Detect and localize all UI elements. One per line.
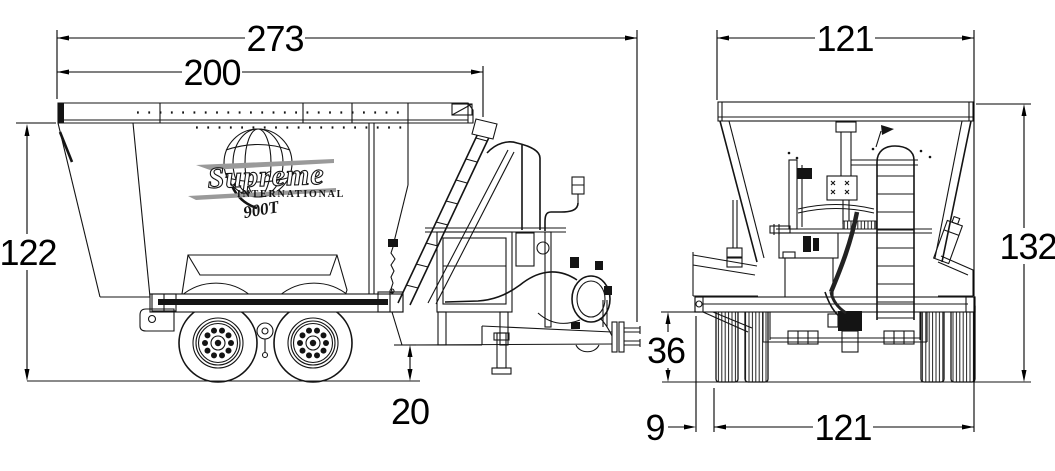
marker-flag-icon [875,125,894,148]
boom-top-cap [471,118,498,140]
conveyor-boom-ladder [397,103,515,306]
oil-tank [932,215,964,265]
dim-rear-height-label: 132 [999,226,1055,267]
gearbox [826,175,858,201]
dim-body-length-label: 200 [183,52,240,93]
boom-guard [451,103,473,116]
dim-ground-clearance-label: 20 [391,391,429,432]
dim-ground-clearance: 20 [391,344,430,432]
dim-conveyor-offset: 9 [645,316,726,448]
hitch-skid [575,344,600,353]
side-view: Supreme INTERNATIONAL 900T [27,102,641,383]
rear-right-fender [937,255,974,297]
dim-frame-height-label: 36 [647,330,685,371]
dim-side-height: 122 [0,122,58,381]
side-view-dimensions: 273 200 122 20 [0,18,638,432]
rear-view-dimensions: 121 132 36 9 121 [645,18,1055,448]
hitch-assembly [401,321,641,353]
hydraulic-hose-loop [444,257,613,337]
side-fender-arcs [180,282,350,297]
center-mast [797,121,875,224]
logo-model-text: 900T [242,197,281,222]
rear-walkway [851,159,918,166]
dim-body-length: 200 [57,52,484,117]
handrail [486,141,541,230]
dim-rear-top-width-label: 121 [816,18,873,59]
door-winch-cable [388,184,409,295]
tire-right-outer [950,302,976,383]
dim-rear-height: 132 [976,103,1055,382]
axle-frame [762,291,928,353]
platform-box [425,227,566,346]
dim-track-width-label: 121 [814,407,871,448]
control-box [778,232,839,259]
dim-conveyor-offset-label: 9 [645,407,664,448]
rear-internals-left [769,159,932,297]
rear-left-fender [692,200,758,297]
rear-ladder [876,145,915,320]
side-wheel-front [273,303,353,383]
dim-rear-top-width: 121 [716,18,975,432]
side-body-rim [57,102,474,129]
dim-overall-length-label: 273 [246,18,303,59]
lamp-bracket [544,176,585,231]
auger-plate [797,204,875,214]
dim-overall-length: 273 [56,18,638,322]
dim-frame-height: 36 [647,311,700,382]
logo-swoosh-bottom [188,188,336,200]
logo-subtitle-text: INTERNATIONAL [237,189,345,200]
dim-side-height-label: 122 [0,232,57,273]
bolt-dots [787,147,932,160]
rear-hopper [717,101,974,263]
logo-swoosh-top [196,159,334,170]
discharge-tray [181,254,348,297]
dim-track-width: 121 [714,407,974,448]
jack-stand [491,332,512,375]
rear-hose-drape [828,211,860,315]
logo-brand-text: Supreme [207,158,325,195]
walking-beam-pivot [256,322,274,359]
rear-view [662,101,1031,383]
side-mixer-tub [57,122,409,298]
supreme-logo: Supreme INTERNATIONAL 900T [188,128,345,222]
side-wheel-rear [178,303,258,383]
